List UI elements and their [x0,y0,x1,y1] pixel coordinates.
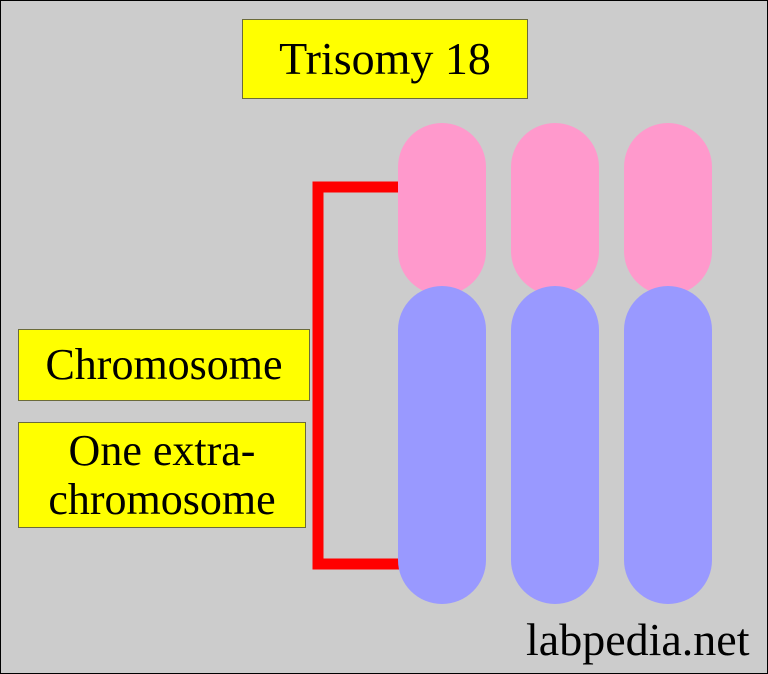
chromosome-1 [398,123,486,604]
chromosome-2 [511,123,599,604]
chromosome-3 [624,123,712,604]
short-arm [624,123,712,295]
extra-chromosome-label-line1: One extra- [68,425,256,475]
extra-chromosome-label-box: One extra- chromosome [18,422,306,528]
title-box: Trisomy 18 [242,19,528,99]
watermark-text: labpedia.net [526,614,750,665]
long-arm [398,286,486,604]
bracket-connector [312,181,401,570]
chromosome-label-box: Chromosome [18,329,310,401]
chromosome-label: Chromosome [45,340,283,390]
short-arm [398,123,486,295]
short-arm [511,123,599,295]
page-title: Trisomy 18 [279,33,491,85]
extra-chromosome-label-line2: chromosome [48,475,276,524]
long-arm [624,286,712,604]
long-arm [511,286,599,604]
